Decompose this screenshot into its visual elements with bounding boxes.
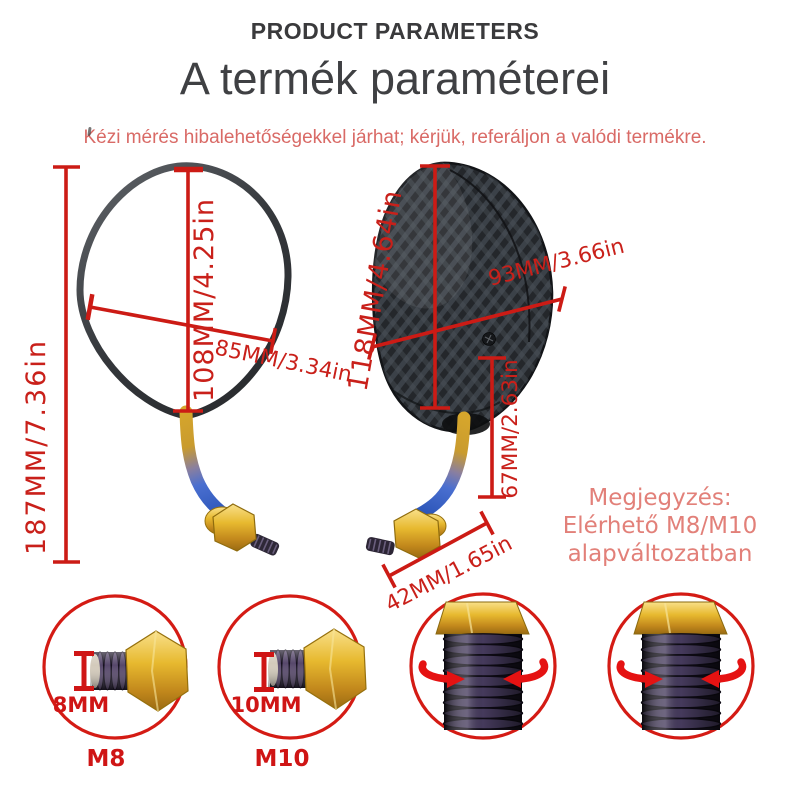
left-stem-thread-stub bbox=[250, 533, 280, 556]
page-title: A termék paraméterei bbox=[179, 53, 611, 104]
right-stem-thread-stub bbox=[365, 537, 395, 556]
measurement-disclaimer: Kézi mérés hibalehetőségekkel járhat; ké… bbox=[83, 127, 707, 148]
availability-note: Megjegyzés: Elérhető M8/M10 alapváltozat… bbox=[563, 485, 758, 567]
shell-screw bbox=[482, 332, 496, 346]
rotating-bolt-photo-1 bbox=[422, 602, 544, 730]
dim-label-left-height: 187MM/7.36in bbox=[21, 339, 52, 555]
bolt-rotation-circle-1 bbox=[409, 592, 557, 740]
dim-label-left-glass-height: 108MM/4.25in bbox=[189, 198, 220, 402]
note-line-1: Megjegyzés: bbox=[588, 485, 731, 511]
dimension-lines bbox=[53, 164, 567, 589]
right-mirror-stem bbox=[365, 411, 471, 559]
left-stem-nut bbox=[212, 503, 257, 552]
m10-thread-label: M10 bbox=[255, 746, 310, 772]
right-mirror-shell bbox=[357, 141, 554, 435]
page-kicker: PRODUCT PARAMETERS bbox=[250, 18, 540, 44]
note-line-3: alapváltozatban bbox=[568, 541, 753, 567]
m8-bolt-photo: 8MM bbox=[53, 630, 189, 717]
left-mirror-stem bbox=[179, 405, 280, 556]
dim-label-left-width: 85MM/3.34in bbox=[213, 336, 354, 388]
m8-thread-label: M8 bbox=[87, 746, 126, 772]
m10-bolt-photo: 10MM bbox=[230, 628, 367, 717]
m10-diameter-label: 10MM bbox=[230, 693, 301, 717]
left-mirror-ring bbox=[76, 162, 292, 420]
bolt-rotation-circle-2 bbox=[607, 592, 755, 740]
dim-label-right-stem-height: 67MM/2.63in bbox=[498, 359, 523, 498]
note-line-2: Elérhető M8/M10 bbox=[563, 513, 758, 539]
rotating-bolt-photo-2 bbox=[620, 602, 742, 730]
m8-diameter-label: 8MM bbox=[53, 693, 109, 717]
